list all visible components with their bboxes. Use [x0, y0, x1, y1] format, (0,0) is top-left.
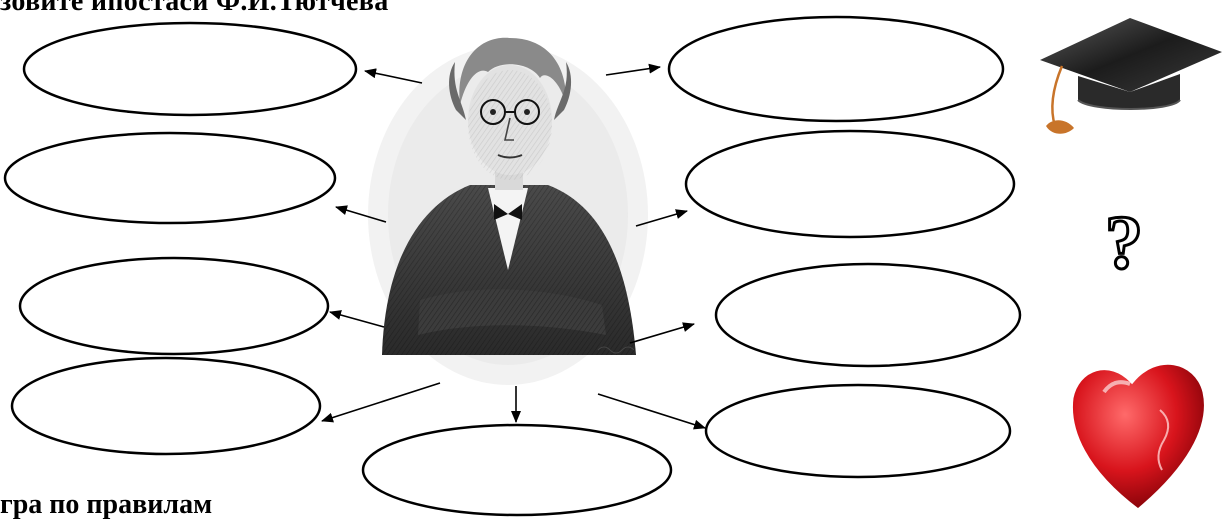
arrow-9	[598, 394, 705, 428]
answer-oval-9[interactable]	[706, 385, 1010, 477]
question-mark-icon: ?	[1105, 201, 1143, 285]
svg-text:?: ?	[1105, 201, 1143, 285]
answer-oval-5[interactable]	[363, 425, 671, 515]
portrait-image	[368, 38, 648, 385]
arrow-4	[322, 383, 440, 421]
answer-oval-8[interactable]	[716, 264, 1020, 366]
arrow-6	[606, 67, 660, 75]
answer-oval-7[interactable]	[686, 131, 1014, 237]
heart-icon	[1071, 363, 1205, 510]
arrow-3	[330, 312, 384, 327]
answer-oval-3[interactable]	[20, 258, 328, 354]
answer-oval-6[interactable]	[669, 17, 1003, 121]
answer-oval-2[interactable]	[5, 133, 335, 223]
answer-oval-4[interactable]	[12, 358, 320, 454]
answer-oval-1[interactable]	[24, 23, 356, 115]
game-rules-heading: гра по правилам	[0, 489, 212, 521]
arrow-8	[630, 324, 694, 343]
graduation-cap-icon	[1040, 18, 1222, 134]
arrow-1	[365, 71, 422, 83]
